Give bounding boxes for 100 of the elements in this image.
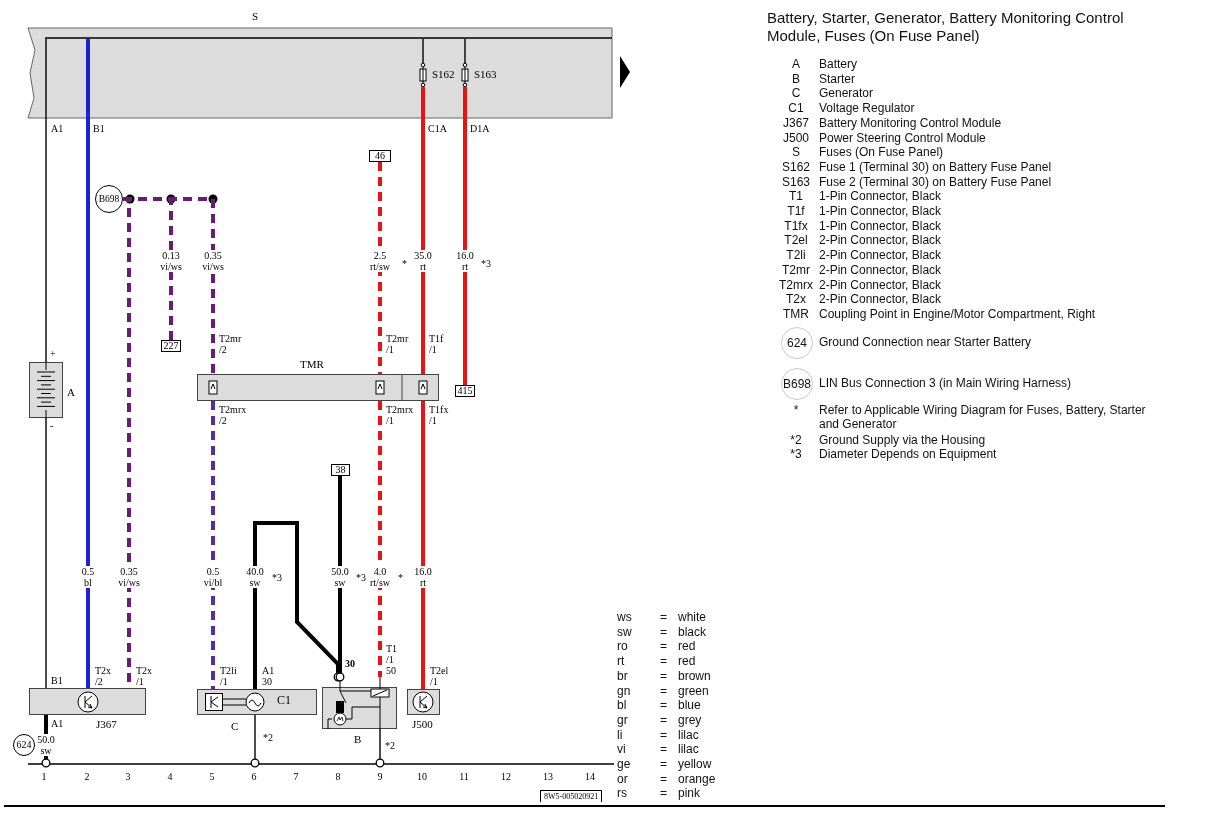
- equals-sign: =: [660, 771, 667, 786]
- color-name: pink: [678, 786, 700, 801]
- component-label: S162: [432, 68, 455, 80]
- key-description: Diameter Depends on Equipment: [819, 447, 998, 461]
- color-name: red: [678, 654, 696, 669]
- equals-sign: =: [660, 727, 667, 742]
- pin-label: T2mr /2: [219, 333, 242, 355]
- wire: [421, 401, 425, 689]
- key-code: T2el: [783, 233, 809, 248]
- color-code: gn: [617, 683, 631, 698]
- key-description: Generator: [819, 86, 875, 101]
- key-description: Ground Connection near Starter Battery: [819, 335, 1033, 349]
- footnote-mark: *: [398, 572, 403, 583]
- color-code: li: [617, 727, 623, 742]
- equals-sign: =: [660, 610, 667, 624]
- color-code: rt: [617, 654, 625, 669]
- key-description: Fuse 1 (Terminal 30) on Battery Fuse Panel: [819, 159, 1053, 174]
- color-code: ws: [617, 610, 632, 624]
- component-label: C: [231, 720, 239, 732]
- footnote-mark: *3: [356, 572, 366, 583]
- key-description: 1-Pin Connector, Black: [819, 204, 943, 218]
- equals-sign: =: [660, 698, 667, 713]
- key-description: Power Steering Control Module: [819, 130, 987, 145]
- footnote-mark: *2: [385, 740, 395, 751]
- pin-label: T1fx /1: [429, 404, 449, 426]
- pin-label: T1f /1: [429, 333, 444, 355]
- color-code: ro: [617, 639, 628, 654]
- polarity-mark: -: [50, 420, 54, 431]
- component-label: TMR: [300, 358, 324, 370]
- wire-label: 16.0 rt: [414, 566, 432, 588]
- color-code: rs: [617, 786, 627, 801]
- equals-sign: =: [660, 786, 667, 801]
- pin-label: C1A: [428, 123, 447, 134]
- wire-label: 4.0 rt/sw: [370, 566, 390, 588]
- color-code: vi: [617, 742, 626, 757]
- pin-label: T2x /2: [95, 665, 112, 687]
- key-description: Battery Monitoring Control Module: [819, 115, 1003, 130]
- color-name: grey: [678, 712, 702, 727]
- equals-sign: =: [660, 742, 667, 757]
- key-code: S162: [781, 159, 811, 174]
- color-code: bl: [617, 698, 627, 713]
- key-description: 1-Pin Connector, Black: [819, 218, 943, 233]
- key-description: 2-Pin Connector, Black: [819, 233, 943, 248]
- pin-label: A1: [51, 123, 64, 134]
- color-name: orange: [678, 771, 716, 786]
- pin-label: A1 30: [262, 665, 275, 687]
- key-description: 1-Pin Connector, Black: [819, 189, 943, 204]
- pin-label: T2li /1: [220, 665, 237, 687]
- key-code: S163: [781, 174, 811, 189]
- key-code: T2li: [785, 248, 807, 263]
- component-label: J500: [412, 718, 433, 730]
- color-code: ge: [617, 757, 631, 771]
- color-name: white: [678, 610, 706, 624]
- component-label: A: [67, 386, 75, 398]
- wire-label: 0.35 vi/ws: [202, 250, 224, 272]
- key-description: 2-Pin Connector, Black: [819, 248, 943, 263]
- pin-label: T2mr /1: [386, 333, 409, 355]
- equals-sign: =: [660, 668, 667, 683]
- pin-label: T1 /1 50: [386, 643, 398, 676]
- footnote-mark: *3: [481, 258, 491, 269]
- key-description: Fuse 2 (Terminal 30) on Battery Fuse Panel: [819, 174, 1053, 189]
- wire-label: 0.13 vi/ws: [160, 250, 182, 272]
- wire: [45, 417, 47, 689]
- pin-label: D1A: [470, 123, 490, 134]
- reference-box: 227: [161, 340, 181, 352]
- equals-sign: =: [660, 654, 667, 669]
- pin-label: T2mrx /2: [219, 404, 247, 426]
- key-code: C: [790, 86, 802, 101]
- equals-sign: =: [660, 712, 667, 727]
- key-code: J500: [782, 130, 810, 145]
- pin-label: B1: [93, 123, 105, 134]
- key-code: *: [792, 403, 800, 417]
- key-code: B: [791, 71, 801, 86]
- wire: [335, 476, 345, 682]
- equals-sign: =: [660, 683, 667, 698]
- component-label: C1: [277, 694, 291, 707]
- color-code: or: [617, 771, 628, 786]
- key-description: 2-Pin Connector, Black: [819, 262, 943, 277]
- diagram-title: Battery, Starter, Generator, Battery Monitoring Control Module, Fuses (On Fuse Panel): [767, 9, 1125, 45]
- pin-label: A1: [51, 718, 64, 729]
- color-name: lilac: [678, 727, 699, 742]
- pin-label: 30: [345, 658, 355, 669]
- connection-point-circle: B698: [95, 185, 123, 213]
- key-code: *2: [789, 433, 803, 447]
- key-code: A: [791, 57, 801, 71]
- key-description: Fuses (On Fuse Panel): [819, 145, 945, 160]
- color-name: brown: [678, 668, 711, 683]
- footnote-mark: *3: [272, 572, 282, 583]
- key-description: Battery: [819, 57, 858, 71]
- key-code: T2mrx: [778, 277, 814, 292]
- wire: [421, 87, 425, 374]
- key-code: C1: [787, 101, 805, 116]
- wire: [378, 401, 382, 677]
- wire-label: 0.35 vi/ws: [118, 566, 140, 588]
- color-code: gr: [617, 712, 628, 727]
- color-code: br: [617, 668, 628, 683]
- wire: [45, 38, 47, 363]
- column-number: 1: [41, 771, 47, 782]
- component-label: J367: [96, 718, 117, 730]
- wire: [378, 162, 382, 374]
